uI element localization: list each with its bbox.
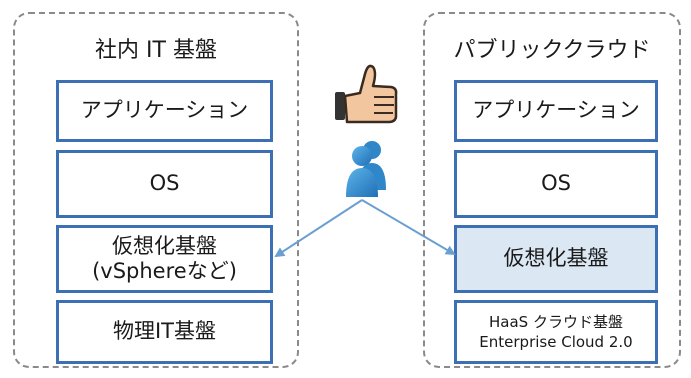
thumbs-up-icon (335, 64, 398, 124)
right-layer-application: アプリケーション (454, 80, 658, 142)
left-layer-physical-label: 物理IT基盤 (112, 319, 217, 344)
left-layer-os: OS (56, 150, 273, 218)
right-layer-haas-label: HaaS クラウド基盤 (489, 312, 623, 331)
on-premise-group-title: 社内 IT 基盤 (95, 38, 217, 63)
left-layer-physical: 物理IT基盤 (56, 300, 273, 364)
right-layer-haas-sublabel: Enterprise Cloud 2.0 (479, 333, 633, 351)
right-layer-haas: HaaS クラウド基盤 Enterprise Cloud 2.0 (454, 300, 658, 364)
right-layer-virtualization: 仮想化基盤 (454, 225, 658, 293)
arrow-to-left-virtualization (274, 199, 363, 258)
right-layer-os: OS (454, 150, 658, 218)
left-layer-os-label: OS (149, 171, 180, 196)
left-layer-virtualization: 仮想化基盤 (vSphereなど) (56, 225, 273, 293)
arrow-to-right-virtualization (361, 199, 456, 256)
right-layer-virtualization-label: 仮想化基盤 (503, 246, 609, 271)
left-layer-application: アプリケーション (56, 80, 273, 142)
left-layer-application-label: アプリケーション (80, 98, 249, 123)
user-icon (346, 141, 386, 197)
on-premise-group: 社内 IT 基盤 (13, 12, 299, 368)
public-cloud-group: パブリッククラウド (423, 12, 681, 368)
left-layer-virtualization-label: 仮想化基盤 (112, 233, 217, 258)
right-layer-os-label: OS (541, 171, 571, 196)
left-layer-virtualization-sublabel: (vSphereなど) (92, 259, 237, 283)
right-layer-application-label: アプリケーション (472, 98, 640, 123)
public-cloud-group-title: パブリッククラウド (453, 38, 651, 63)
